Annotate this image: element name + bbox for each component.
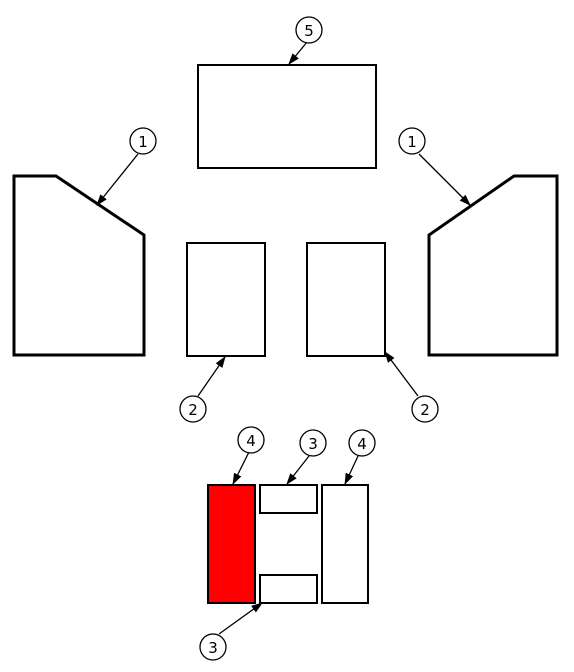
callout-2-left: 2: [179, 395, 207, 423]
callout-label: 5: [304, 22, 314, 40]
callout-label: 3: [208, 639, 218, 657]
callout-label: 1: [407, 133, 417, 151]
left-middle-panel[interactable]: [186, 242, 266, 357]
leader-line-3-top: [286, 455, 310, 485]
callout-label: 3: [308, 435, 318, 453]
right-side-panel[interactable]: [427, 174, 559, 357]
right-middle-panel[interactable]: [306, 242, 386, 357]
leader-line-2-right: [384, 351, 419, 397]
callout-label: 4: [357, 435, 367, 453]
top-panel[interactable]: [197, 64, 377, 169]
bottom-lower-strip[interactable]: [259, 574, 318, 604]
callout-label: 1: [138, 133, 148, 151]
callout-label: 4: [246, 432, 256, 450]
bottom-upper-strip[interactable]: [259, 484, 318, 514]
callout-4-left: 4: [237, 426, 265, 454]
leader-line-2-left: [197, 356, 226, 397]
callout-label: 2: [420, 401, 430, 419]
callout-1-left: 1: [129, 127, 157, 155]
bottom-left-panel[interactable]: [207, 484, 256, 604]
leader-line-4-right: [344, 455, 359, 486]
callout-2-right: 2: [411, 395, 439, 423]
leader-line-3-bottom: [218, 602, 263, 635]
callout-3-top: 3: [299, 429, 327, 457]
callout-4-right: 4: [348, 429, 376, 457]
callout-1-right: 1: [398, 127, 426, 155]
callout-label: 2: [188, 401, 198, 419]
callout-5: 5: [295, 16, 323, 44]
bottom-right-panel[interactable]: [321, 484, 369, 604]
leader-line-4-left: [232, 451, 250, 486]
leader-line-5: [288, 41, 308, 65]
leader-line-1-left: [96, 153, 139, 206]
callout-3-bottom: 3: [199, 633, 227, 661]
left-side-panel[interactable]: [12, 174, 146, 357]
leader-line-1-right: [418, 153, 471, 206]
